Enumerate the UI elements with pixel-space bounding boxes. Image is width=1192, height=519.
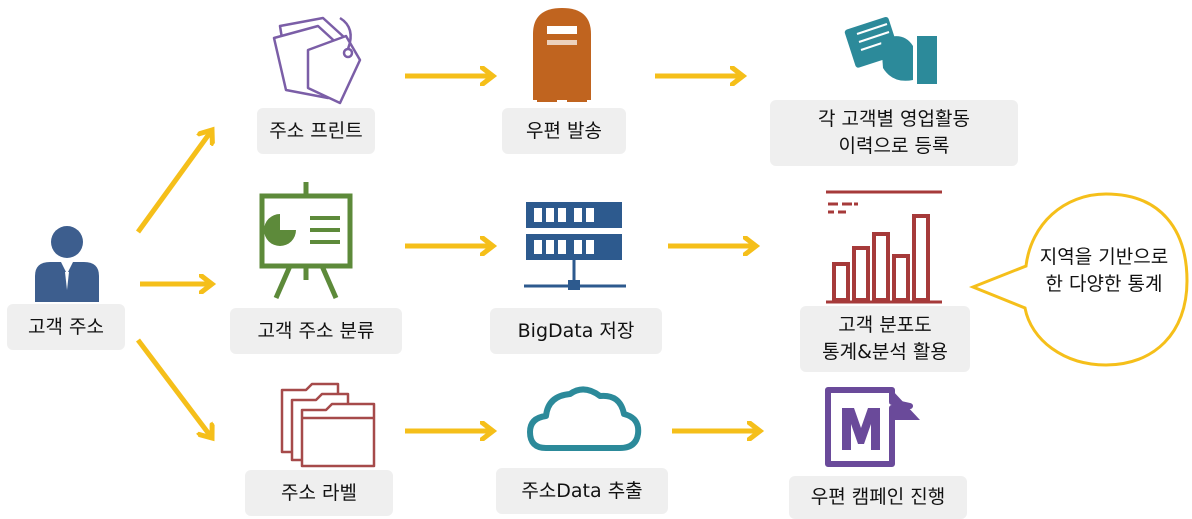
node-distribution-analysis: 고객 분포도 통계&분석 활용 (800, 306, 970, 372)
node-address-label-text: 주소 라벨 (281, 481, 357, 504)
node-address-label: 주소 라벨 (245, 470, 393, 516)
presentation-board-icon (259, 182, 353, 300)
arrow-customer-to-print (135, 130, 212, 234)
bubble-line-1: 지역을 기반으로 (1039, 246, 1169, 268)
hand-paper-icon (844, 16, 937, 84)
bubble-text: 지역을 기반으로 한 다양한 통계 (1014, 244, 1192, 298)
node-bigdata-store-text: BigData 저장 (517, 319, 635, 342)
node-campaign-text: 우편 캠페인 진행 (810, 486, 946, 508)
server-icon (524, 202, 626, 290)
mailbox-icon (533, 8, 591, 102)
node-register-history-line2: 이력으로 등록 (838, 135, 950, 157)
cloud-icon (527, 386, 642, 451)
node-address-print: 주소 프린트 (257, 108, 375, 154)
node-bigdata-store: BigData 저장 (490, 308, 662, 354)
node-customer-address-text: 고객 주소 (28, 315, 104, 338)
folder-stack-icon (280, 382, 376, 468)
node-distribution-line1: 고객 분포도 (838, 314, 932, 336)
node-customer-address: 고객 주소 (7, 304, 125, 350)
node-register-history: 각 고객별 영업활동 이력으로 등록 (770, 100, 1018, 166)
arrow-customer-to-label (136, 338, 212, 438)
bubble-line-2: 한 다양한 통계 (1045, 273, 1163, 295)
node-address-classify-text: 고객 주소 분류 (257, 319, 375, 342)
node-postal-dispatch-text: 우편 발송 (526, 119, 602, 142)
node-data-extract: 주소Data 추출 (496, 468, 668, 514)
node-register-history-line1: 각 고객별 영업활동 (818, 108, 970, 130)
speech-bubble (968, 192, 1189, 367)
m-document-icon (825, 387, 920, 467)
node-distribution-line2: 통계&분석 활용 (822, 341, 948, 363)
tag-icon (272, 16, 362, 105)
user-icon (35, 226, 99, 302)
node-campaign: 우편 캠페인 진행 (789, 476, 967, 519)
node-address-print-text: 주소 프린트 (269, 119, 363, 142)
node-address-classify: 고객 주소 분류 (230, 308, 402, 354)
node-data-extract-text: 주소Data 추출 (521, 479, 643, 502)
node-postal-dispatch: 우편 발송 (502, 108, 626, 154)
bar-chart-icon (826, 190, 942, 304)
